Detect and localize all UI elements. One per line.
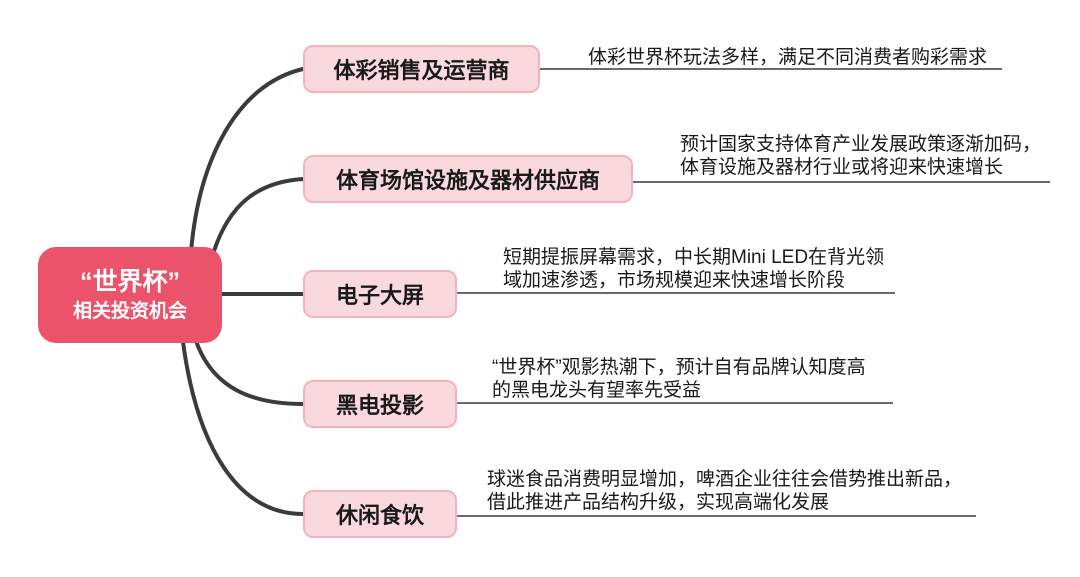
- branch-label: 黑电投影: [335, 393, 424, 418]
- branch-node-food-beverage: 休闲食饮: [303, 490, 457, 538]
- branch-description-2: 预计国家支持体育产业发展政策逐渐加码， 体育设施及器材行业或将迎来快速增长: [680, 133, 1041, 179]
- description-line: 预计国家支持体育产业发展政策逐渐加码，: [680, 134, 1042, 155]
- branch-node-venues-equipment: 体育场馆设施及器材供应商: [303, 155, 633, 203]
- branch-label: 体育场馆设施及器材供应商: [335, 168, 600, 193]
- description-line: 的黑电龙头有望率先受益: [492, 380, 702, 401]
- description-line: 体育设施及器材行业或将迎来快速增长: [680, 157, 1004, 178]
- branch-label: 电子大屏: [335, 283, 424, 308]
- branch-label: 休闲食饮: [335, 503, 424, 528]
- curve-to-branch-1: [189, 67, 305, 254]
- curve-to-branch-4: [194, 339, 305, 406]
- branch-node-tv-projection: 黑电投影: [303, 380, 457, 428]
- branch-description-5: 球迷食品消费明显增加，啤酒企业往往会借势推出新品， 借此推进产品结构升级，实现高…: [487, 468, 962, 514]
- central-node-title-line2: 相关投资机会: [72, 300, 187, 322]
- description-line: 体彩世界杯玩法多样，满足不同消费者购彩需求: [588, 47, 988, 68]
- branch-node-led-screen: 电子大屏: [303, 270, 457, 318]
- description-line: “世界杯”观影热潮下，预计自有品牌认知度高: [492, 357, 866, 378]
- description-line: 短期提振屏幕需求，中长期Mini LED在背光领: [503, 247, 885, 268]
- curve-to-branch-5: [181, 340, 305, 516]
- description-line: 域加速渗透，市场规模迎来快速增长阶段: [503, 270, 846, 291]
- branch-node-lottery: 体彩销售及运营商: [303, 45, 540, 93]
- branch-description-4: “世界杯”观影热潮下，预计自有品牌认知度高 的黑电龙头有望率先受益: [492, 356, 866, 402]
- description-line: 球迷食品消费明显增加，啤酒企业往往会借势推出新品，: [487, 469, 963, 490]
- branch-label: 体彩销售及运营商: [333, 58, 510, 83]
- branch-description-1: 体彩世界杯玩法多样，满足不同消费者购彩需求: [588, 46, 987, 69]
- branch-description-3: 短期提振屏幕需求，中长期Mini LED在背光领 域加速渗透，市场规模迎来快速增…: [503, 246, 884, 292]
- central-node-title-line1: “世界杯”: [79, 267, 180, 296]
- curve-to-branch-2: [212, 177, 305, 253]
- central-node: “世界杯” 相关投资机会: [38, 247, 222, 343]
- description-line: 借此推进产品结构升级，实现高端化发展: [487, 492, 830, 513]
